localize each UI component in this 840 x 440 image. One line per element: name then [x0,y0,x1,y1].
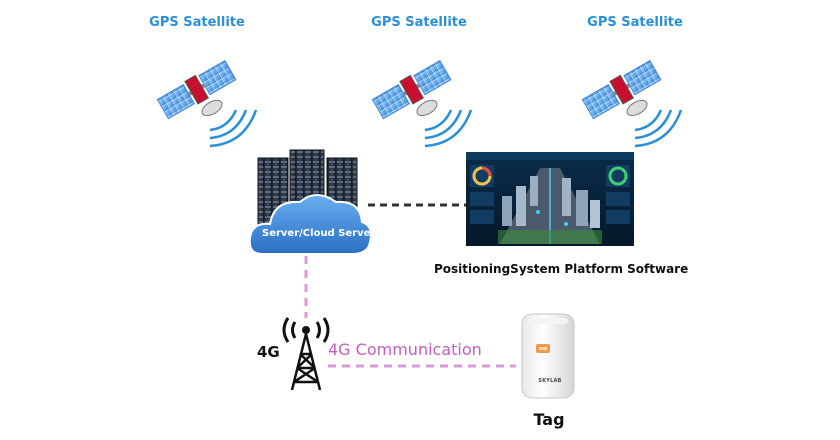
satellite-label: GPS Satellite [587,15,683,30]
tag-device-icon [521,313,575,399]
tag-brand-label: SKYLAB [538,378,562,384]
platform-screenshot [466,152,634,246]
cell-tower-icon [282,317,330,391]
satellite-label: GPS Satellite [149,15,245,30]
server-cloud-icon [248,149,372,255]
satellite-icon [156,59,258,148]
satellite-icon [581,59,683,148]
platform-label: PositioningSystem Platform Software [434,262,689,276]
tag-label: Tag [533,410,565,429]
satellite-label: GPS Satellite [371,15,467,30]
server-label: Server/Cloud Server [262,228,376,239]
tower-label: 4G [257,343,280,361]
satellite-icon [371,59,473,148]
communication-label: 4G Communication [328,340,482,359]
